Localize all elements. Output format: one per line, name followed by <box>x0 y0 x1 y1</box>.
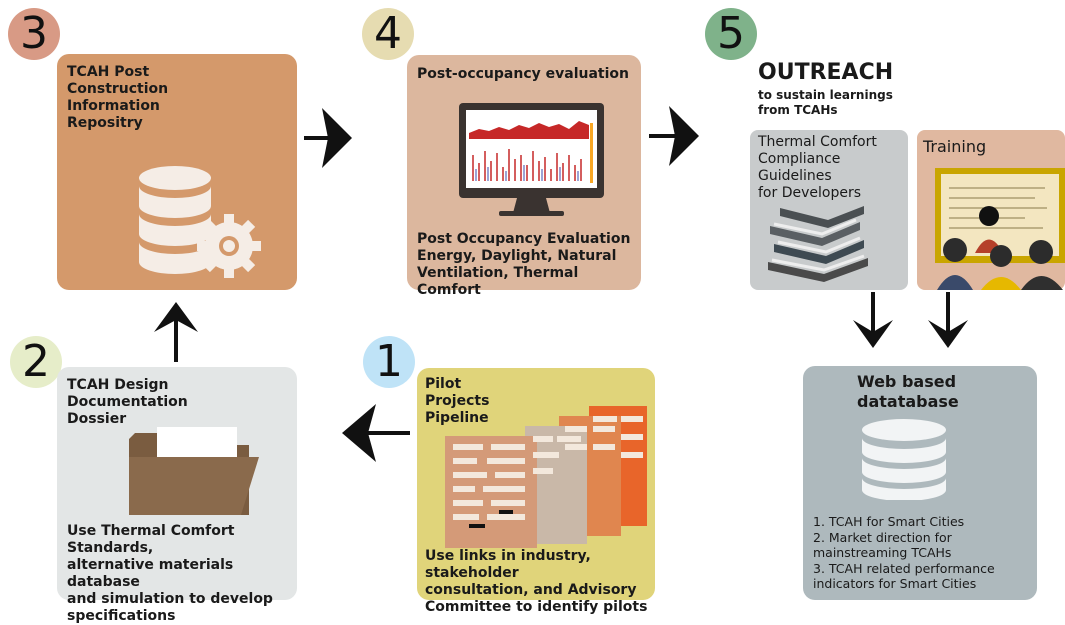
document-stack-icon <box>445 406 647 548</box>
guidelines-card: Thermal Comfort Compliance Guidelines fo… <box>750 130 908 290</box>
step-1-description: Use links in industry, stakeholder consu… <box>425 548 648 615</box>
step-4-card: Post-occupancy evaluation Post Occupanc <box>407 55 641 298</box>
arrow-right-icon <box>304 108 352 168</box>
step-2-title: TCAH Design Documentation Dossier <box>67 377 188 427</box>
step-2-badge: 2 <box>10 336 62 388</box>
arrow-up-icon <box>154 302 198 362</box>
step-3-card: TCAH Post Construction Information Repos… <box>57 54 297 290</box>
step-2-description: Use Thermal Comfort Standards, alternati… <box>67 523 273 624</box>
presentation-audience-icon <box>935 168 1065 290</box>
database-gear-icon <box>139 166 261 278</box>
step-3-badge: 3 <box>8 8 60 60</box>
web-database-title: Web based datatabase <box>857 372 959 411</box>
web-database-list: 1. TCAH for Smart Cities 2. Market direc… <box>813 514 995 591</box>
guidelines-title: Thermal Comfort Compliance Guidelines fo… <box>758 134 877 201</box>
step-1-badge: 1 <box>363 336 415 388</box>
monitor-chart-icon <box>459 103 604 216</box>
step-4-description: Post Occupancy Evaluation Energy, Daylig… <box>417 231 631 298</box>
web-database-card: Web based datatabase 1. TCAH for Smart C… <box>803 366 1037 600</box>
outreach-heading: OUTREACH <box>758 60 894 85</box>
step-1-card: Pilot Projects Pipeline Use links in ind… <box>417 368 655 615</box>
training-card: Training <box>917 130 1065 290</box>
arrow-left-icon <box>342 404 410 462</box>
database-icon <box>862 419 946 500</box>
step-4-badge: 4 <box>362 8 414 60</box>
outreach-subheading: to sustain learnings from TCAHs <box>758 88 893 117</box>
books-icon <box>768 206 868 282</box>
arrow-down-icon <box>853 292 893 348</box>
step-2-card: TCAH Design Documentation Dossier Use Th… <box>57 367 297 624</box>
step-5-badge: 5 <box>705 8 757 60</box>
folder-icon <box>129 427 259 515</box>
step-3-title: TCAH Post Construction Information Repos… <box>67 64 169 131</box>
arrow-down-icon <box>928 292 968 348</box>
arrow-right-icon <box>649 106 699 166</box>
training-title: Training <box>923 137 987 156</box>
step-4-title: Post-occupancy evaluation <box>417 66 629 82</box>
step-1-title: Pilot Projects Pipeline <box>425 376 490 426</box>
